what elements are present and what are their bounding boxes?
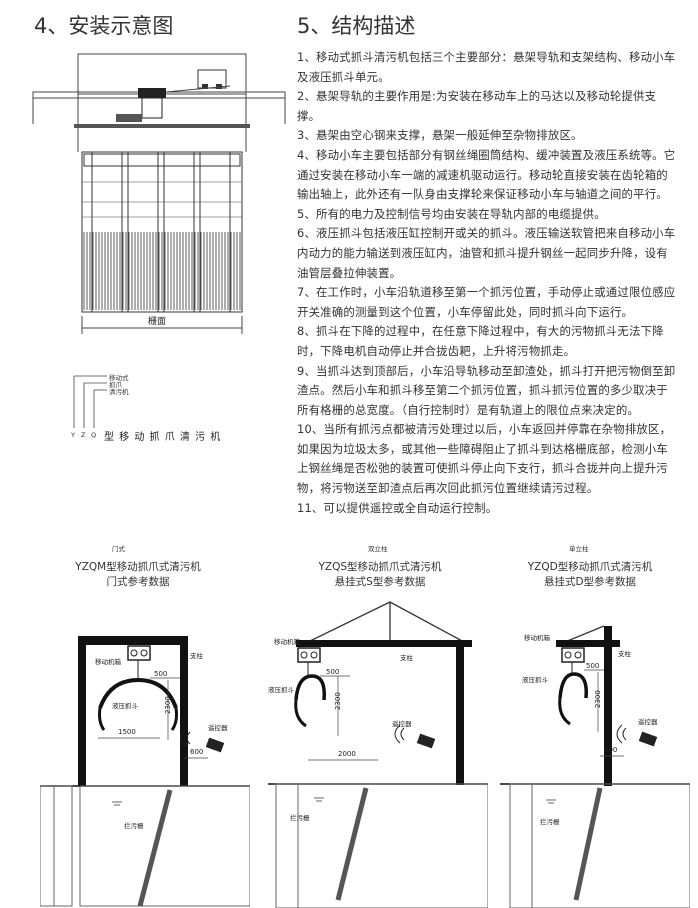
caption-subtitle: 门式参考数据 <box>106 576 170 588</box>
paragraph: 9、当抓斗达到顶部后，小车沿导轨移动至卸渣处，抓斗打开把污物倒至卸渣点。然后小车… <box>297 363 676 417</box>
diagram-suspended-s: 500 2300 2000 移动机箱 液压抓斗 支柱 遥控器 拦污栅 <box>268 601 488 908</box>
signal-icon <box>180 728 191 748</box>
width-label: 栅面 <box>148 315 166 327</box>
install-diagram: 栅面 <box>32 53 286 334</box>
grab-label: 液压抓斗 <box>268 685 295 694</box>
column-label: 支柱 <box>400 653 414 662</box>
paragraph: 8、抓斗在下降的过程中，在任意下降过程中，有大的污物抓斗无法下降时，下降电机自动… <box>297 324 664 358</box>
dim-2000: 2000 <box>338 750 356 758</box>
remote-icon <box>416 733 436 749</box>
install-heading: 4、安装示意图 <box>34 14 174 38</box>
dim-600: 600 <box>604 746 617 754</box>
column-label: 支柱 <box>618 649 632 658</box>
caption-title: YZQM型移动抓爪式清污机 <box>75 561 201 573</box>
model-code: 移动式 抓爪 清污机 Y Z Q 型 移 动 抓 爪 清 污 机 <box>62 366 282 446</box>
model-code-lines <box>73 375 107 428</box>
paragraph: 10、当所有抓污点都被清污处理过以后，小车返回并停靠在杂物排放区，如果因为垃圾太… <box>297 422 672 496</box>
paragraph: 6、液压抓斗包括液压缸控制开或关的抓斗。液压输送软管把来自移动小车内动力的能力输… <box>297 226 676 280</box>
tag-m: 门式 <box>112 545 125 553</box>
remote-label: 遥控器 <box>638 717 658 726</box>
diagram-suspended-d: 500 2300 600 移动机箱 液压抓斗 支柱 遥控器 拦污栅 <box>500 625 690 908</box>
dim-1500: 1500 <box>118 728 136 736</box>
paragraph: 3、悬架由空心钢来支撑，悬架一般延伸至杂物排放区。 <box>297 128 583 143</box>
caption-d: YZQD型移动抓爪式清污机 悬挂式D型参考数据 <box>500 560 680 590</box>
dim-2300: 2300 <box>594 690 602 708</box>
caption-title: YZQS型移动抓爪式清污机 <box>318 561 442 573</box>
structure-heading: 5、结构描述 <box>297 14 416 38</box>
structure-text: 1、移动式抓斗清污机包括三个主要部分：悬架导轨和支架结构、移动小车及液压抓斗单元… <box>297 48 677 518</box>
caption-subtitle: 悬挂式S型参考数据 <box>334 576 426 588</box>
box-label: 移动机箱 <box>95 657 122 666</box>
dim-2300: 2300 <box>164 696 172 714</box>
dim-500: 500 <box>326 668 339 676</box>
paragraph: 2、悬架导轨的主要作用是:为安装在移动车上的马达以及移动轮提供支撑。 <box>297 89 657 123</box>
box-label: 移动机箱 <box>524 633 551 642</box>
code-letter: Q <box>91 431 97 439</box>
code-label: 清污机 <box>109 388 129 396</box>
tag-d: 单立柱 <box>569 545 589 553</box>
paragraph: 4、移动小车主要包括部分有钢丝绳圈筒结构、缓冲装置及液压系统等。它通过安装在移动… <box>297 147 676 202</box>
column-label: 支柱 <box>190 651 204 660</box>
caption-title: YZQD型移动抓爪式清污机 <box>527 561 653 573</box>
paragraph: 5、所有的电力及控制信号均由安装在导轨内部的电缆提供。 <box>297 206 606 221</box>
signal-icon <box>394 724 405 744</box>
box-label: 移动机箱 <box>274 637 301 646</box>
code-label: 抓爪 <box>109 381 122 389</box>
dim-2300: 2300 <box>334 692 342 710</box>
paragraph: 11、可以提供遥控或全自动运行控制。 <box>297 500 498 515</box>
dim-500: 500 <box>154 670 167 678</box>
rack-label: 拦污栅 <box>290 813 310 822</box>
code-label: 移动式 <box>109 374 129 382</box>
diagram-gate: 500 2300 1500 600 移动机箱 液压抓斗 支柱 遥控器 拦污栅 <box>40 636 250 907</box>
caption-s: YZQS型移动抓爪式清污机 悬挂式S型参考数据 <box>290 560 470 590</box>
remote-label: 遥控器 <box>208 723 228 732</box>
grab-label: 液压抓斗 <box>112 701 139 710</box>
tag-s: 双立柱 <box>368 545 388 553</box>
code-letter: Y <box>71 431 75 439</box>
rack-label: 拦污栅 <box>540 817 560 826</box>
grab-label: 液压抓斗 <box>522 675 549 684</box>
rack-label: 拦污栅 <box>124 821 144 830</box>
signal-icon <box>616 724 627 744</box>
remote-icon <box>638 731 658 747</box>
caption-m: YZQM型移动抓爪式清污机 门式参考数据 <box>48 560 228 590</box>
code-letter: Z <box>81 431 86 439</box>
model-title: 型 移 动 抓 爪 清 污 机 <box>104 432 222 443</box>
dim-500: 500 <box>586 662 599 670</box>
remote-label: 遥控器 <box>392 719 412 728</box>
remote-icon <box>205 737 225 753</box>
rack-bars <box>83 232 241 310</box>
paragraph: 1、移动式抓斗清污机包括三个主要部分：悬架导轨和支架结构、移动小车及液压抓斗单元… <box>297 50 676 84</box>
paragraph: 7、在工作时，小车沿轨道移至第一个抓污位置，手动停止或通过限位感应开关准确的测量… <box>297 285 676 319</box>
caption-subtitle: 悬挂式D型参考数据 <box>543 576 637 588</box>
dim-600: 600 <box>190 748 203 756</box>
